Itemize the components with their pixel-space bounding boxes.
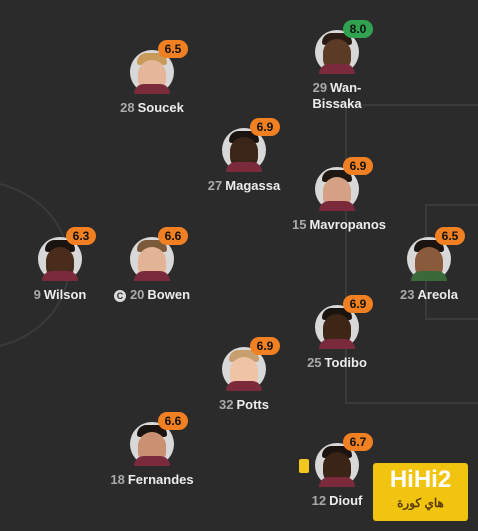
player-photo: 6.9: [222, 118, 280, 172]
watermark-arabic-text: هاي كورة: [397, 496, 444, 510]
player-photo: 6.7: [299, 433, 373, 487]
rating-badge: 6.7: [343, 433, 373, 451]
player-photo: 6.9: [315, 157, 373, 211]
player-photo: 8.0: [315, 20, 373, 74]
watermark-logo-text: HiHi2: [389, 466, 452, 493]
rating-badge: 6.5: [435, 227, 465, 245]
penalty-box: [345, 104, 478, 404]
site-watermark: HiHi2 هاي كورة: [373, 463, 468, 521]
player-photo: 6.6: [130, 412, 188, 466]
rating-badge: 6.5: [158, 40, 188, 58]
player-photo: 6.5: [130, 40, 188, 94]
player-photo: 6.9: [222, 337, 280, 391]
player-photo: 6.3: [38, 227, 96, 281]
rating-badge: 6.9: [343, 157, 373, 175]
player-photo: 6.6: [130, 227, 188, 281]
yellow-card-icon: [299, 459, 309, 473]
player-photo: 6.5: [407, 227, 465, 281]
rating-badge: 6.6: [158, 412, 188, 430]
rating-badge: 6.6: [158, 227, 188, 245]
captain-icon: C: [113, 290, 126, 302]
rating-badge: 6.9: [250, 337, 280, 355]
rating-badge: 6.9: [250, 118, 280, 136]
rating-badge: 6.3: [66, 227, 96, 245]
rating-badge: 6.9: [343, 295, 373, 313]
player-photo: 6.9: [315, 295, 373, 349]
rating-badge: 8.0: [343, 20, 373, 38]
